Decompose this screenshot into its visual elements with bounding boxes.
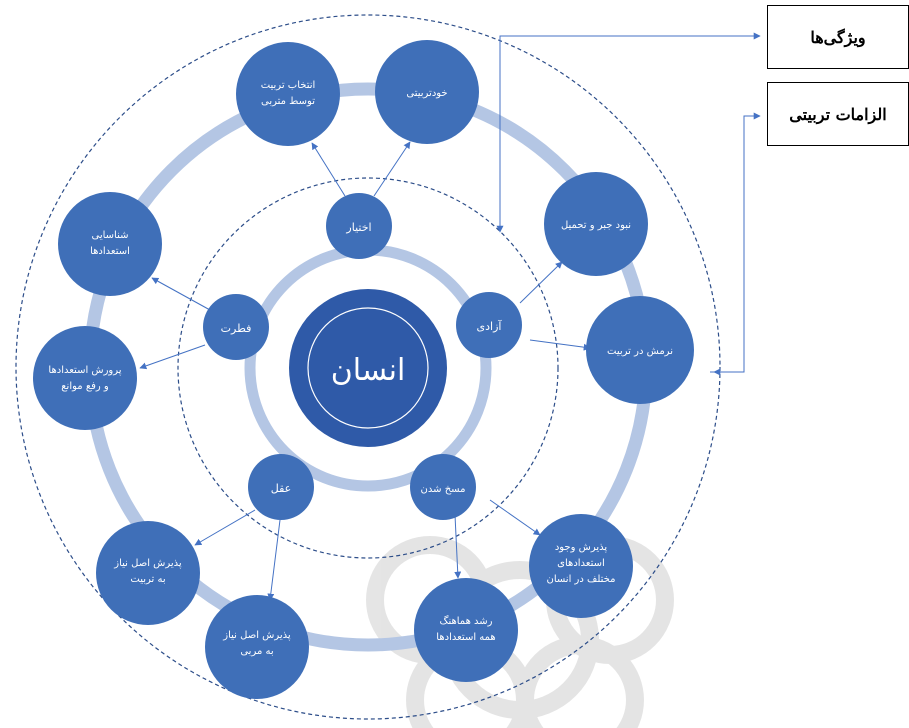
legend-requirements-label: الزامات تربیتی — [789, 104, 887, 124]
center-node: انسان — [289, 289, 447, 447]
req-node-need-educator: پذیرش اصل نیاز به مربی — [205, 595, 309, 699]
req-label-choose-educator-1: انتخاب تربیت — [261, 80, 316, 91]
feature-label-transformation: مسخ شدن — [421, 484, 466, 495]
feature-node-transformation: مسخ شدن — [410, 454, 476, 520]
feature-label-reason: عقل — [271, 482, 291, 495]
feature-node-choice: اختیار — [326, 193, 392, 259]
req-node-flexibility: نرمش در تربیت — [586, 296, 694, 404]
req-label-identify-talents-1: شناسایی — [92, 230, 129, 241]
feature-node-reason: عقل — [248, 454, 314, 520]
req-node-harmonious-growth: رشد هماهنگ همه استعدادها — [414, 578, 518, 682]
req-label-harmonious-growth-1: رشد هماهنگ — [440, 615, 493, 627]
feature-label-choice: اختیار — [345, 221, 371, 234]
req-label-self-education: خودتربیتی — [406, 88, 447, 99]
feature-label-nature: فطرت — [221, 322, 252, 335]
feature-node-nature: فطرت — [203, 294, 269, 360]
connector-arrows — [139, 141, 591, 601]
feature-node-freedom: آزادی — [456, 292, 522, 358]
req-node-identify-talents: شناسایی استعدادها — [58, 192, 162, 296]
legend-requirements-box: الزامات تربیتی — [767, 82, 909, 146]
req-label-accept-talents-3: مختلف در انسان — [546, 574, 615, 585]
req-label-no-coercion: نبود جبر و تحمیل — [561, 220, 631, 231]
req-node-self-education: خودتربیتی — [375, 40, 479, 144]
req-label-need-educator-1: پذیرش اصل نیاز — [222, 630, 291, 641]
req-label-flexibility: نرمش در تربیت — [607, 346, 673, 357]
feature-label-freedom: آزادی — [477, 319, 503, 333]
req-label-harmonious-growth-2: همه استعدادها — [436, 632, 495, 643]
req-label-need-educator-2: به مربی — [240, 646, 273, 657]
legend-features-box: ویژگی‌ها — [767, 5, 909, 69]
center-label: انسان — [331, 353, 406, 388]
outer-dashed-ring — [15, 14, 721, 720]
req-node-accept-talents: پذیرش وجود استعدادهای مختلف در انسان — [529, 514, 633, 618]
legend-features-label: ویژگی‌ها — [810, 27, 866, 47]
legend-connectors — [496, 32, 761, 376]
req-label-develop-talents-1: پرورش استعدادها — [48, 365, 121, 376]
req-label-need-education-1: پذیرش اصل نیاز — [113, 558, 182, 569]
req-node-no-coercion: نبود جبر و تحمیل — [544, 172, 648, 276]
req-label-need-education-2: به تربیت — [130, 574, 165, 585]
req-node-need-education: پذیرش اصل نیاز به تربیت — [96, 521, 200, 625]
req-label-accept-talents-2: استعدادهای — [557, 558, 605, 569]
req-label-accept-talents-1: پذیرش وجود — [555, 542, 608, 553]
req-label-choose-educator-2: توسط متربی — [261, 96, 315, 107]
req-label-develop-talents-2: و رفع موانع — [61, 381, 109, 392]
inner-dashed-ring — [177, 177, 559, 559]
req-node-develop-talents: پرورش استعدادها و رفع موانع — [33, 326, 137, 430]
req-label-identify-talents-2: استعدادها — [90, 246, 130, 257]
req-node-choose-educator: انتخاب تربیت توسط متربی — [236, 42, 340, 146]
